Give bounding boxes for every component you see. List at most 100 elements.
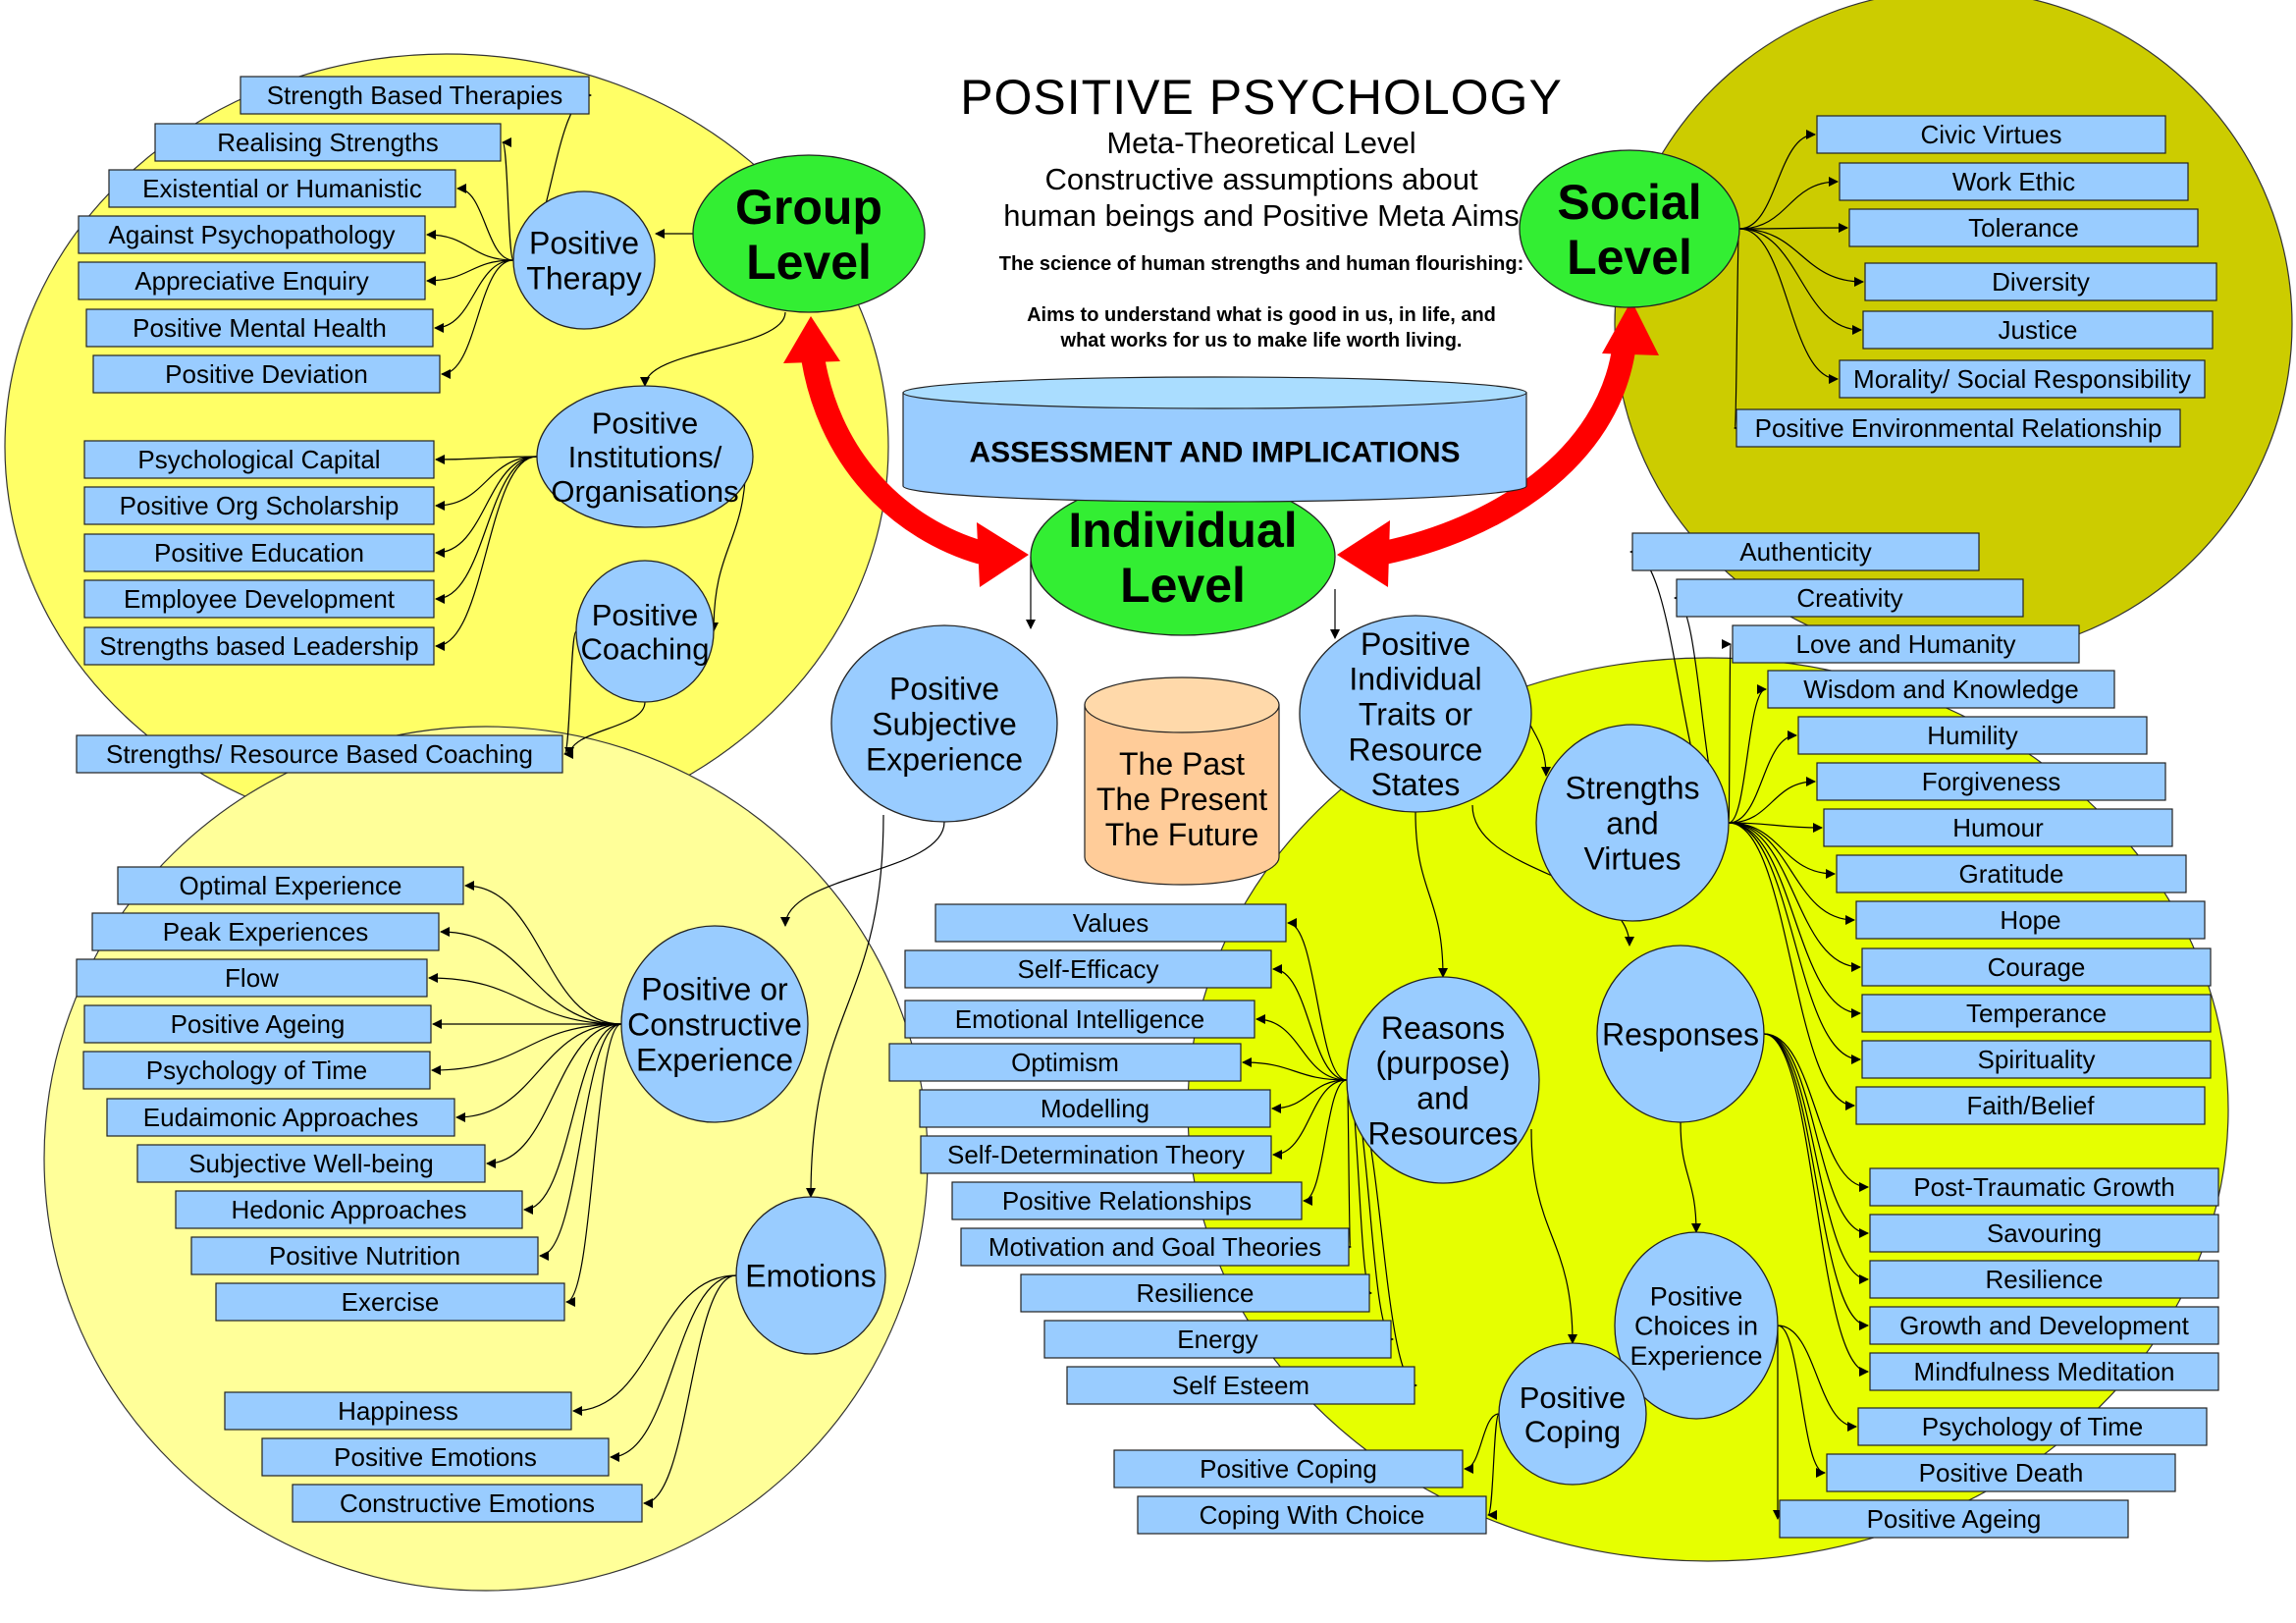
positive-choices-node-line: Choices in [1634, 1312, 1758, 1341]
item-box-emotions[interactable]: Positive Emotions [261, 1437, 610, 1477]
item-box-strengths[interactable]: Hope [1855, 900, 2206, 940]
positive-individual-traits-node-line: Individual [1349, 662, 1481, 697]
item-box-social[interactable]: Tolerance [1848, 208, 2199, 247]
item-box-institutions[interactable]: Employee Development [83, 579, 435, 619]
item-box-choices[interactable]: Positive Ageing [1779, 1499, 2129, 1539]
item-box-reasons[interactable]: Resilience [1020, 1273, 1370, 1313]
item-box-rect [1855, 1086, 2206, 1125]
item-box-social[interactable]: Civic Virtues [1816, 115, 2166, 154]
item-box-strengths[interactable]: Faith/Belief [1855, 1086, 2206, 1125]
item-box-strengths[interactable]: Humility [1797, 716, 2148, 755]
item-box-social[interactable]: Diversity [1864, 262, 2217, 301]
item-box-social[interactable]: Morality/ Social Responsibility [1839, 359, 2206, 399]
time-cylinder-body [1084, 704, 1280, 886]
positive-individual-traits-node-shape [1299, 615, 1532, 813]
item-box-reasons[interactable]: Energy [1043, 1320, 1392, 1359]
item-box-reasons[interactable]: Self-Efficacy [904, 949, 1272, 989]
item-box-therapy[interactable]: Against Psychopathology [78, 215, 426, 254]
item-box-rect [1823, 808, 2173, 847]
item-box-choices[interactable]: Positive Death [1826, 1453, 2176, 1492]
item-box-therapy[interactable]: Positive Mental Health [85, 308, 434, 348]
connector-reasons [1272, 964, 1348, 1081]
item-box-therapy[interactable]: Appreciative Enquiry [78, 261, 426, 300]
connector-social [1738, 223, 1848, 234]
item-box-experience[interactable]: Optimal Experience [117, 866, 464, 905]
item-box-experience[interactable]: Flow [76, 958, 428, 998]
item-box-strengths[interactable]: Courage [1861, 947, 2212, 987]
item-box-strengths[interactable]: Creativity [1676, 578, 2024, 618]
item-box-therapy[interactable]: Realising Strengths [154, 123, 502, 162]
item-box-label: Positive Deviation [165, 359, 368, 389]
item-box-emotions[interactable]: Constructive Emotions [292, 1484, 643, 1523]
emotions-node[interactable]: Emotions [735, 1196, 886, 1355]
item-box-experience[interactable]: Subjective Well-being [136, 1144, 486, 1183]
positive-constructive-experience-node-line: Positive or [641, 972, 788, 1007]
item-box-strengths[interactable]: Spirituality [1861, 1040, 2212, 1079]
item-box-experience[interactable]: Psychology of Time [82, 1051, 431, 1090]
item-box-experience[interactable]: Hedonic Approaches [175, 1190, 523, 1229]
item-box-coaching[interactable]: Strengths/ Resource Based Coaching [76, 734, 563, 774]
group-individual-arrow [799, 342, 986, 565]
item-box-responses[interactable]: Growth and Development [1869, 1306, 2219, 1345]
item-box-strengths[interactable]: Forgiveness [1816, 762, 2166, 801]
item-box-institutions[interactable]: Positive Org Scholarship [83, 486, 435, 525]
item-box-responses[interactable]: Mindfulness Meditation [1869, 1352, 2219, 1391]
item-box-strengths[interactable]: Temperance [1861, 994, 2212, 1033]
item-box-responses[interactable]: Savouring [1869, 1214, 2219, 1253]
item-box-rect [1855, 900, 2206, 940]
item-box-coping[interactable]: Coping With Choice [1137, 1495, 1487, 1535]
positive-therapy-node-line: Therapy [526, 260, 641, 296]
item-box-institutions[interactable]: Positive Education [83, 533, 435, 572]
item-box-reasons[interactable]: Values [934, 903, 1287, 943]
item-box-institutions[interactable]: Psychological Capital [83, 440, 435, 479]
item-box-reasons[interactable]: Positive Relationships [951, 1181, 1303, 1220]
item-box-strengths[interactable]: Love and Humanity [1732, 624, 2080, 664]
item-box-strengths[interactable]: Humour [1823, 808, 2173, 847]
item-box-reasons[interactable]: Self Esteem [1066, 1366, 1415, 1405]
responses-node[interactable]: Responses [1596, 945, 1765, 1123]
item-box-label: Positive Death [1919, 1458, 2084, 1488]
item-box-social[interactable]: Positive Environmental Relationship [1735, 408, 2181, 448]
item-box-experience[interactable]: Eudaimonic Approaches [106, 1098, 455, 1137]
item-box-social[interactable]: Work Ethic [1839, 162, 2189, 201]
connector-institutions [435, 456, 538, 558]
item-box-strengths[interactable]: Wisdom and Knowledge [1767, 670, 2115, 709]
item-box-choices[interactable]: Psychology of Time [1857, 1407, 2208, 1446]
item-box-therapy[interactable]: Existential or Humanistic [108, 169, 456, 208]
item-box-experience[interactable]: Positive Ageing [83, 1004, 432, 1044]
item-box-institutions[interactable]: Strengths based Leadership [83, 626, 435, 666]
item-box-emotions[interactable]: Happiness [224, 1391, 572, 1431]
item-box-experience[interactable]: Peak Experiences [91, 912, 440, 951]
item-box-reasons[interactable]: Motivation and Goal Theories [960, 1227, 1350, 1267]
connector-social [1738, 228, 1864, 287]
item-box-experience[interactable]: Exercise [215, 1282, 565, 1322]
item-box-therapy[interactable]: Positive Deviation [92, 354, 441, 394]
item-box-reasons[interactable]: Emotional Intelligence [904, 1000, 1255, 1039]
item-box-social[interactable]: Justice [1862, 310, 2214, 350]
item-box-reasons[interactable]: Self-Determination Theory [920, 1135, 1272, 1174]
connector-responses [1763, 1033, 1869, 1284]
item-box-reasons[interactable]: Optimism [888, 1043, 1242, 1082]
item-box-strengths[interactable]: Authenticity [1631, 532, 1980, 571]
item-box-reasons[interactable]: Modelling [919, 1089, 1271, 1128]
item-box-responses[interactable]: Resilience [1869, 1260, 2219, 1299]
item-box-therapy[interactable]: Strength Based Therapies [240, 76, 590, 115]
item-box-experience[interactable]: Positive Nutrition [190, 1236, 539, 1275]
item-box-strengths[interactable]: Gratitude [1836, 854, 2187, 893]
item-box-label: Self-Efficacy [1017, 954, 1158, 984]
item-box-coping[interactable]: Positive Coping [1113, 1449, 1464, 1488]
item-box-responses[interactable]: Post-Traumatic Growth [1869, 1167, 2219, 1207]
